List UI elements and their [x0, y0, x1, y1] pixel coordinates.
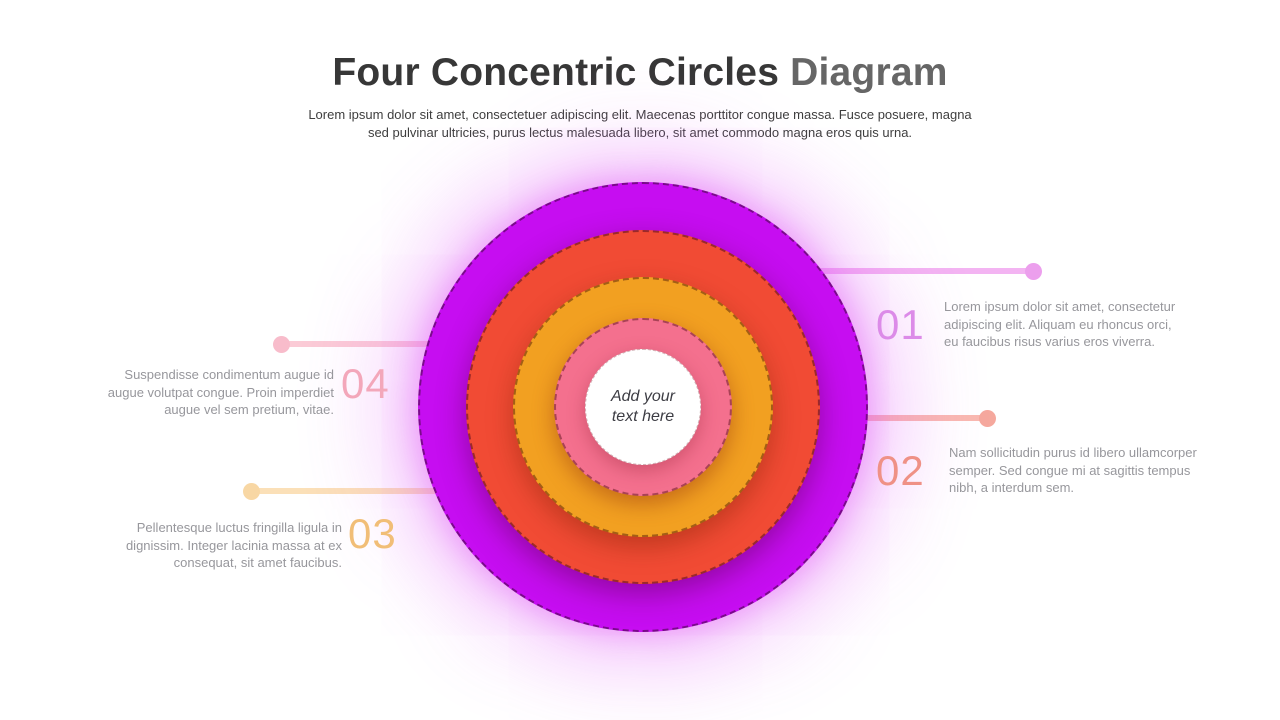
callout-03-text: Pellentesque luctus fringilla ligula in … [96, 519, 342, 572]
connector-01-dot [1025, 263, 1042, 280]
connector-02-dot [979, 410, 996, 427]
center-circle-placeholder[interactable]: Add your text here [585, 349, 701, 465]
ring-2: Add your text here [466, 230, 820, 584]
callout-01-line-3: eu faucibus risus varius eros viverra. [944, 334, 1155, 349]
connector-02-line [858, 415, 989, 421]
connector-01-line [814, 268, 1034, 274]
callout-03-number: 03 [348, 510, 397, 557]
callout-02-line-2: semper. Sed congue mi at sagittis tempus [949, 462, 1191, 478]
connector-03-line [251, 488, 441, 494]
callout-04-line-3: augue vel sem pretium, vitae. [164, 402, 334, 417]
subtitle-line-2: sed pulvinar ultricies, purus lectus mal… [367, 125, 913, 140]
connector-04-line [281, 341, 433, 347]
callout-02-number: 02 [876, 447, 925, 494]
callout-02-line-1: Nam sollicitudin purus id libero ullamco… [949, 445, 1197, 460]
title-primary: Four Concentric Circles [332, 51, 780, 94]
callout-03-line-3: consequat, sit amet faucibus. [173, 555, 342, 570]
callout-04-line-2: augue volutpat congue. Proin imperdiet [107, 384, 334, 400]
callout-02-text: Nam sollicitudin purus id libero ullamco… [949, 444, 1229, 497]
concentric-circles-diagram: Add your text here [418, 182, 868, 632]
connector-03-dot [243, 483, 260, 500]
callout-04-number: 04 [341, 360, 390, 407]
callout-01-number: 01 [876, 301, 925, 348]
subtitle-line-1: Lorem ipsum dolor sit amet, consectetuer… [308, 107, 972, 122]
connector-04-dot [273, 336, 290, 353]
callout-03-line-2: dignissim. Integer lacinia massa at ex [125, 537, 342, 553]
ring-1-outer: Add your text here [418, 182, 868, 632]
callout-01-text: Lorem ipsum dolor sit amet, consectetur … [944, 298, 1204, 351]
callout-01-line-1: Lorem ipsum dolor sit amet, consectetur [944, 299, 1176, 314]
callout-02-line-3: nibh, a interdum sem. [949, 480, 1075, 495]
center-label: Add your text here [610, 388, 676, 425]
title-secondary: Diagram [790, 51, 948, 94]
callout-04-line-1: Suspendisse condimentum augue id [124, 367, 334, 382]
callout-03-line-1: Pellentesque luctus fringilla ligula in [136, 520, 342, 535]
subtitle: Lorem ipsum dolor sit amet, consectetuer… [260, 106, 1020, 142]
ring-4: Add your text here [554, 318, 732, 496]
page-title: Four Concentric Circles Diagram [0, 51, 1280, 95]
callout-04-text: Suspendisse condimentum augue id augue v… [86, 366, 334, 419]
ring-3: Add your text here [513, 277, 773, 537]
callout-01-line-2: adipiscing elit. Aliquam eu rhoncus orci… [944, 316, 1172, 332]
